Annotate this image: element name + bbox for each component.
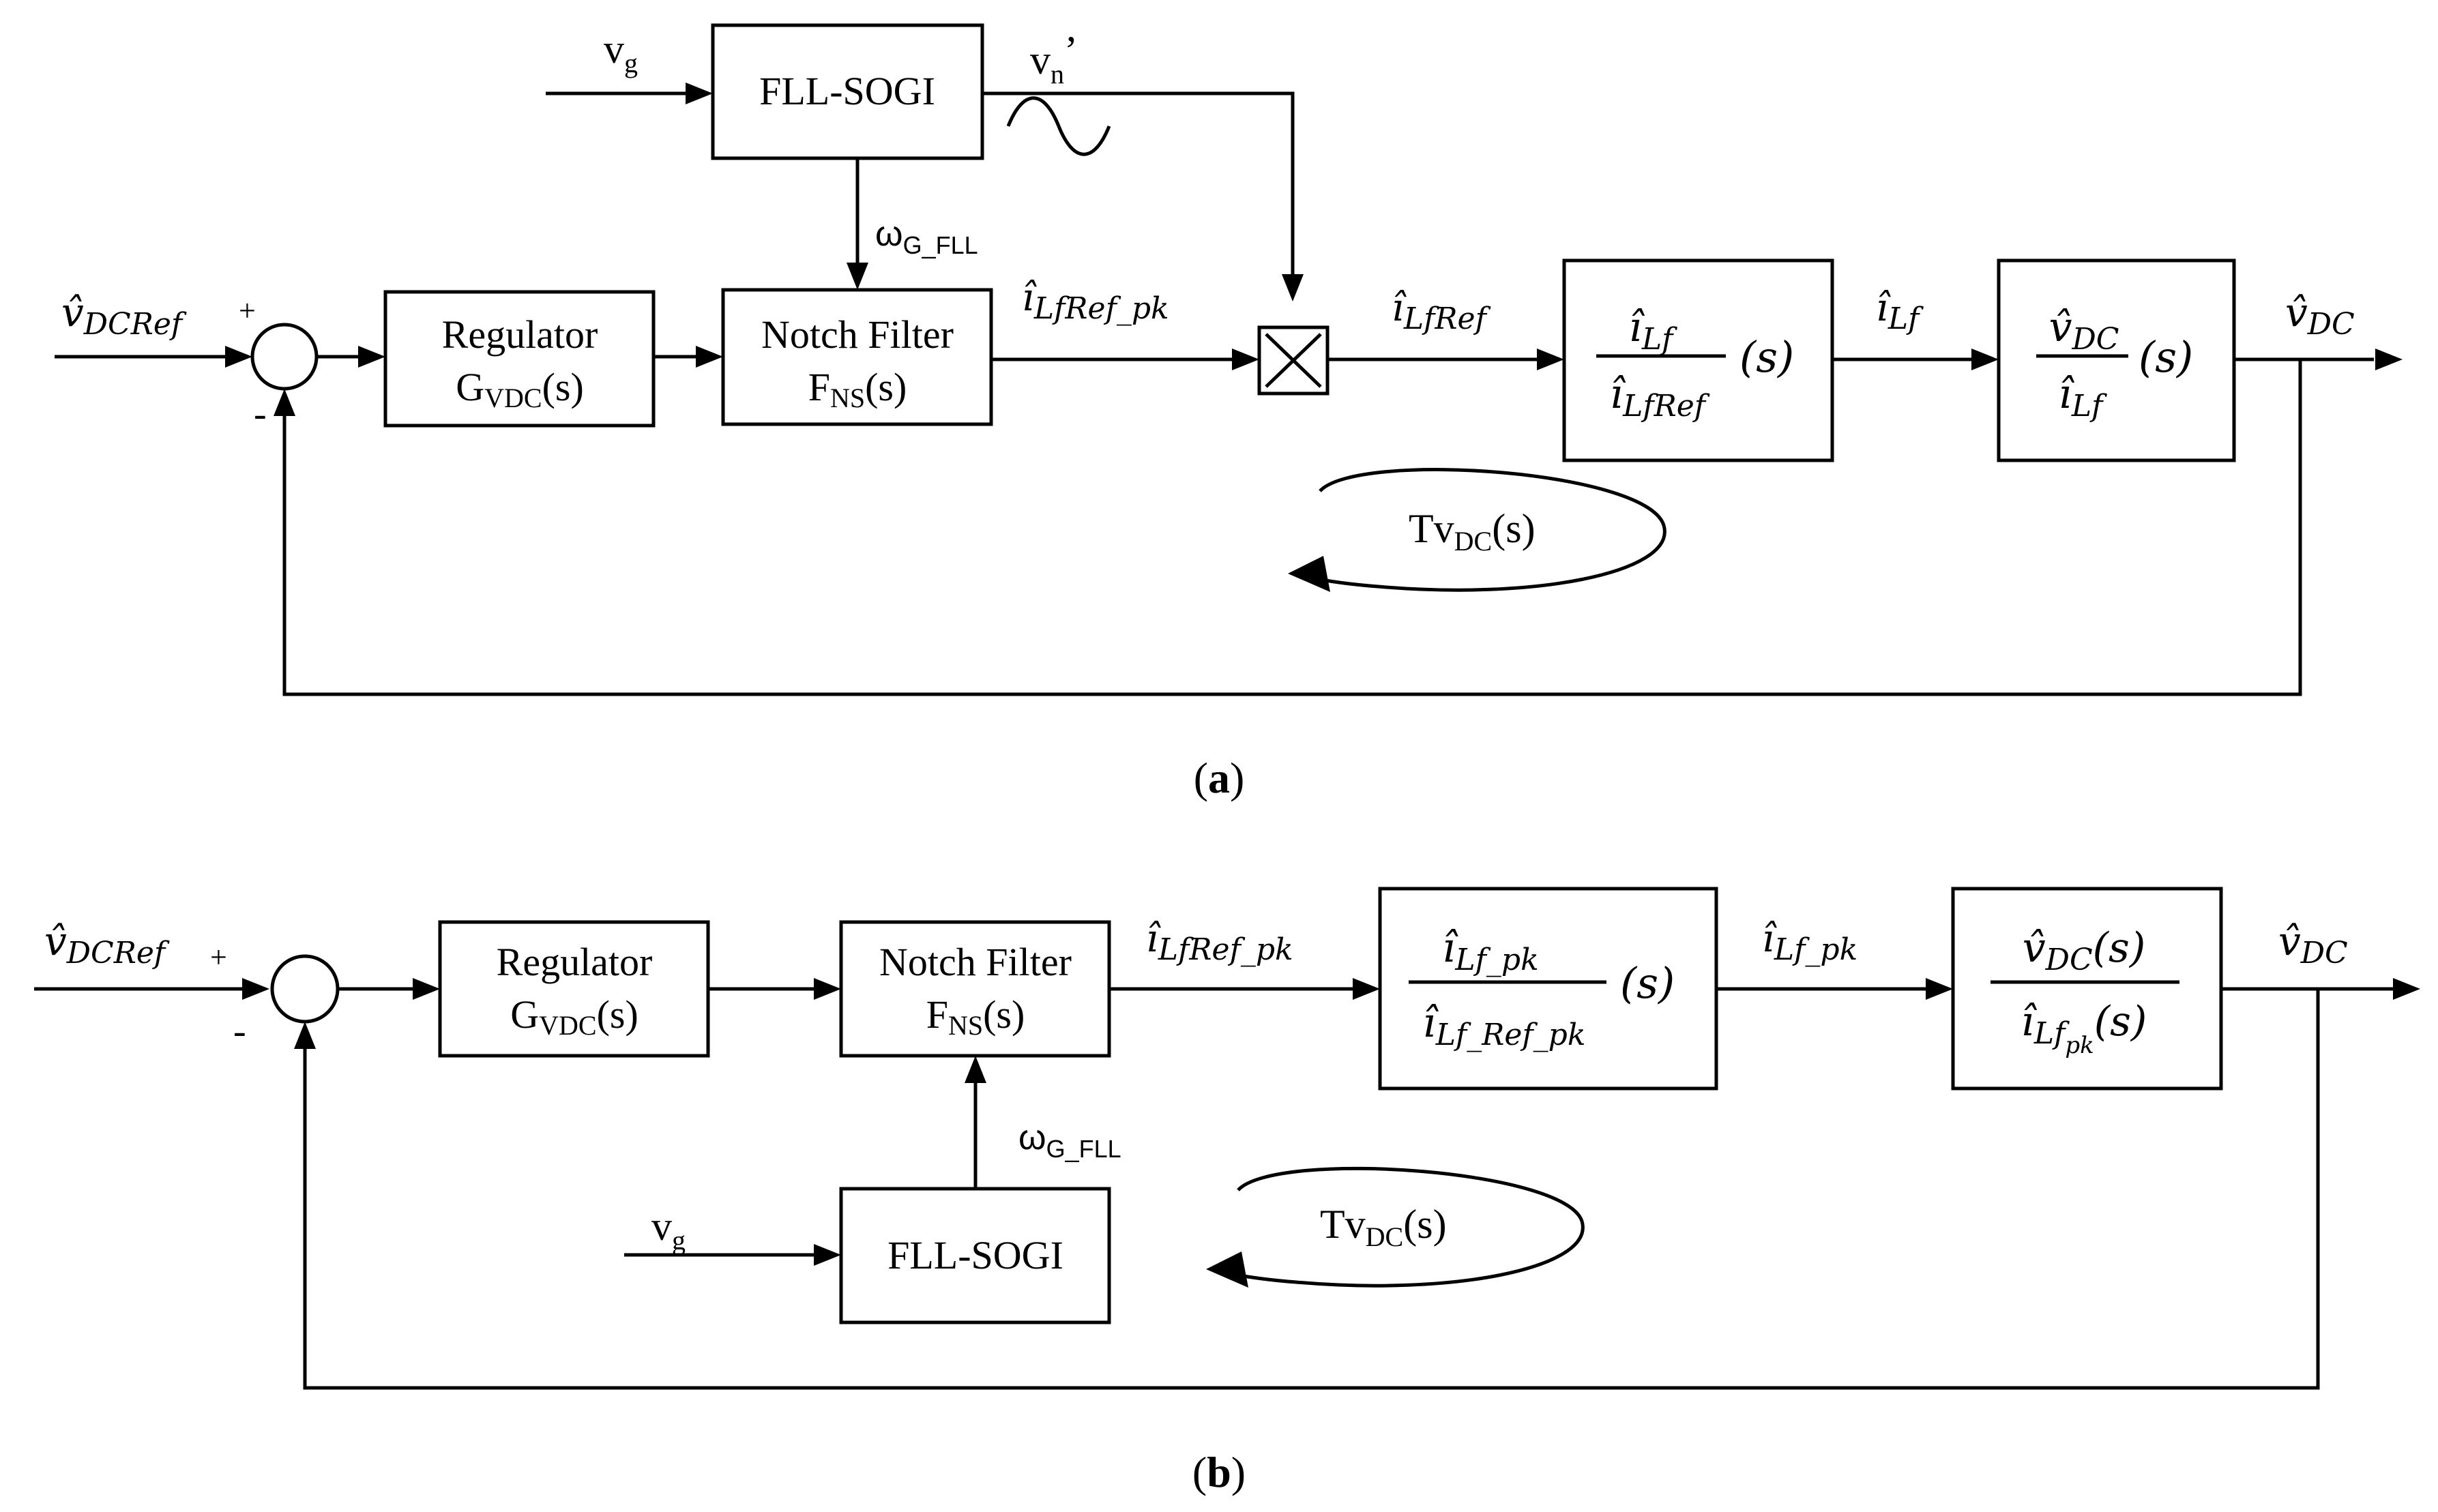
input-arrow-a (225, 346, 252, 368)
feedback-arrow-b (294, 1022, 316, 1049)
regulator-tf-b: GVDC(s) (510, 992, 638, 1041)
regulator-label-b: Regulator (497, 940, 653, 984)
feedback-wire-b (303, 989, 2320, 1390)
omega-arrow-b (965, 1056, 986, 1083)
loop-gain-arrow-b (1206, 1251, 1248, 1288)
plus-sign-b: + (210, 940, 227, 974)
multiplier-cross-2-a (1265, 333, 1322, 388)
loop-gain-arrow-a (1288, 556, 1330, 592)
notch-mult-arrow-a (1232, 349, 1259, 370)
input-arrow-b (242, 978, 269, 1000)
omega-arrow-a (847, 263, 868, 290)
vg-arrow-a (686, 83, 713, 104)
loop-gain-label-b: TvDC(s) (1320, 1202, 1447, 1252)
fll-sogi-block-b (839, 1187, 1111, 1324)
notch-tf-b: FNS(s) (926, 992, 1025, 1041)
notch-filter-block-b (839, 920, 1111, 1058)
notch-tf-a: FNS(s) (808, 365, 907, 413)
i-lf-label-a: îLf (1876, 286, 1924, 336)
feedback-arrow-a (274, 389, 295, 416)
tf1-tail-b: (s) (1620, 958, 1675, 1008)
tf1-tail-a: (s) (1739, 332, 1794, 382)
vg-arrow-b (814, 1244, 841, 1266)
voltage-plant-block-a (1997, 258, 2236, 462)
minus-sign-a: - (254, 393, 267, 435)
sine-wave-icon-a (1006, 96, 1111, 156)
tf1-numerator-b: îLf_pk (1442, 924, 1539, 977)
fll-sogi-label-b: FLL-SOGI (887, 1233, 1063, 1277)
i-ref-pk-label-a: îLfRef_pk (1022, 276, 1169, 326)
loop-gain-curve-b (1224, 1166, 1585, 1288)
output-arrow-a (2375, 349, 2403, 370)
tf1-numerator-a: îLf (1629, 303, 1677, 357)
output-arrow-b (2393, 978, 2420, 1000)
reg-notch-arrow-a (696, 346, 723, 368)
minus-sign-b: - (233, 1010, 246, 1052)
caption-a: (a) (1194, 754, 1245, 802)
vg-label-a: vg (604, 27, 638, 78)
tf2-denominator-a: îLf (2059, 370, 2107, 424)
output-label-a: v̂DC (2285, 289, 2355, 342)
vn-wire-a (982, 91, 1295, 286)
current-loop-block-a (1562, 258, 1834, 462)
i-lf-pk-label-b: îLf_pk (1762, 917, 1857, 967)
panel-a: vg FLL-SOGI vn’ ωG_FLL v̂DCRef + - Regul… (55, 23, 2403, 802)
mult-tf1-arrow-a (1537, 349, 1564, 370)
caption-b: (b) (1192, 1448, 1246, 1496)
vn-label-a: vn’ (1030, 28, 1078, 89)
i-ref-label-a: îLfRef (1392, 286, 1491, 336)
feedback-wire-a (282, 359, 2302, 696)
fll-sogi-label-a: FLL-SOGI (759, 69, 935, 113)
omega-label-b: ωG_FLL (1018, 1118, 1121, 1163)
i-ref-pk-label-b: îLfRef_pk (1146, 917, 1293, 967)
tf2-denominator-b: îLfpk(s) (2021, 998, 2147, 1059)
regulator-block-a (383, 290, 656, 428)
regulator-label-a: Regulator (442, 312, 598, 357)
regulator-tf-a: GVDC(s) (456, 365, 584, 413)
tf2-numerator-a: v̂DC (2049, 303, 2119, 357)
loop-gain-curve-a (1306, 468, 1666, 592)
tf2-tail-a: (s) (2139, 332, 2193, 382)
notch-tf1-arrow-b (1353, 978, 1380, 1000)
sum-reg-arrow-b (413, 978, 440, 1000)
vn-arrow-a (1282, 274, 1304, 301)
tf1-denominator-a: îLfRef (1610, 370, 1710, 424)
voltage-plant-block-b (1951, 887, 2223, 1091)
output-label-b: v̂DC (2278, 918, 2348, 970)
notch-label-a: Notch Filter (761, 312, 954, 357)
omega-label-a: ωG_FLL (875, 214, 978, 259)
tf1-tf2-arrow-a (1971, 349, 1999, 370)
tf1-tf2-arrow-b (1926, 978, 1953, 1000)
tf2-numerator-b: v̂DC(s) (2023, 924, 2145, 977)
sum-reg-arrow-a (358, 346, 385, 368)
vg-label-b: vg (651, 1204, 686, 1256)
panel-b: v̂DCRef + - Regulator GVDC(s) Notch Filt… (34, 887, 2420, 1496)
reg-notch-arrow-b (814, 978, 841, 1000)
input-label-a: v̂DCRef (61, 289, 187, 342)
loop-gain-label-a: TvDC(s) (1409, 506, 1536, 557)
notch-label-b: Notch Filter (879, 940, 1072, 984)
plus-sign-a: + (239, 294, 256, 327)
summing-junction-b (270, 954, 340, 1024)
input-label-b: v̂DCRef (44, 918, 170, 970)
summing-junction-a (250, 323, 319, 391)
notch-filter-block-a (721, 288, 993, 426)
